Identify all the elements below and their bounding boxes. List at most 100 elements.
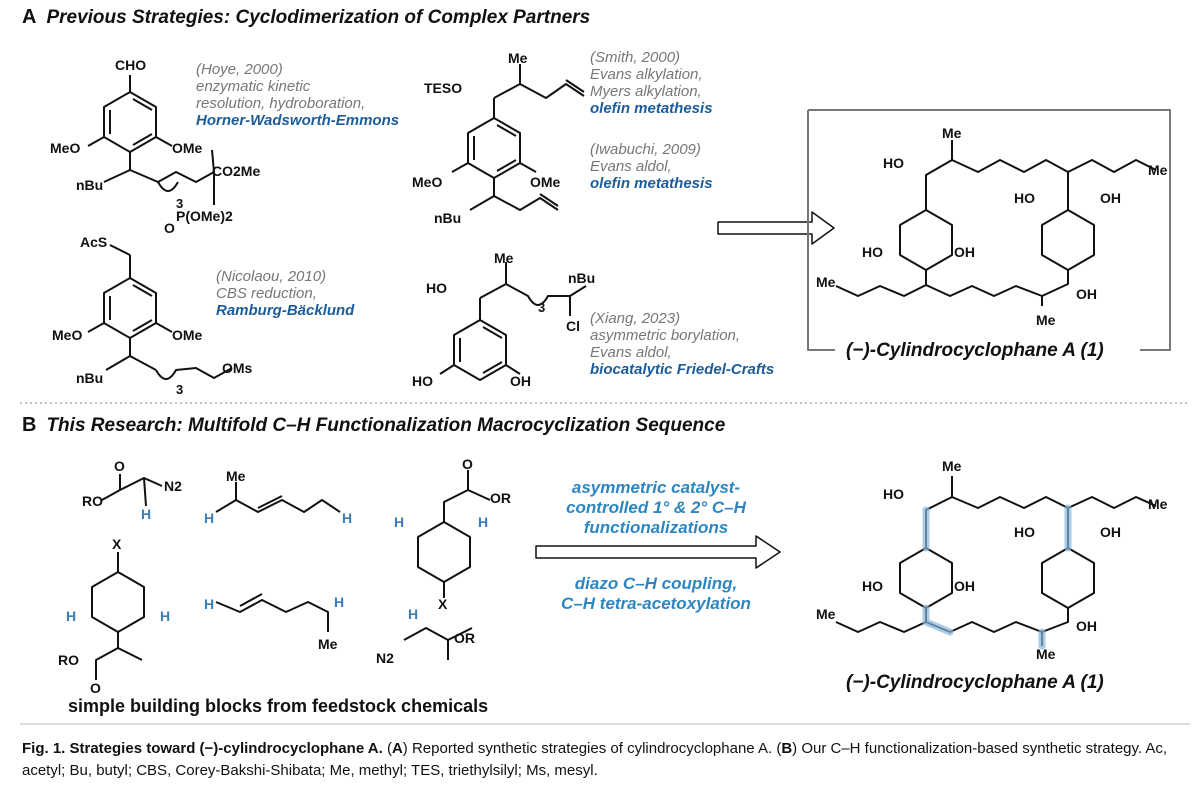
ref-xiang-line-1: asymmetric borylation, [590,327,741,344]
xiang-ho: HO [412,373,433,389]
ref-xiang-key-step: biocatalytic Friedel-Crafts [590,361,775,378]
bb3-h-right: H [160,608,171,624]
ref-hoye: (Hoye, 2000) enzymatic kinetic resolutio… [196,61,399,129]
building-blocks-label: simple building blocks from feedstock ch… [68,696,489,716]
bb1-ro: RO [82,493,103,509]
macro-a-me-top: Me [942,125,962,141]
ref-smith: (Smith, 2000) Evans alkylation, Myers al… [590,49,713,117]
macro-a-ho-right: HO [1014,190,1035,206]
smith-meo: MeO [412,174,443,190]
nicolaou-oms: OMs [222,360,253,376]
bb1-n2: N2 [164,478,182,494]
macro-a-me-left: Me [816,274,836,290]
panel-a-letter: A [22,6,37,28]
panel-a-product-name: (−)-Cylindrocyclophane A (1) [846,340,1104,361]
nicolaou-nbu: nBu [76,370,104,386]
bb4-me: Me [318,636,338,652]
macro-b-me-top: Me [942,458,962,474]
ref-hoye-key-step: Horner-Wadsworth-Emmons [196,112,400,129]
caption-label: Fig. 1. Strategies toward (−)-cylindrocy… [22,740,383,757]
ref-xiang-line-2: Evans aldol, [590,344,672,361]
macro-b-oh-left: OH [954,578,975,594]
ref-iwabuchi: (Iwabuchi, 2009) Evans aldol, olefin met… [590,141,713,192]
hoye-three: 3 [176,196,184,211]
nicolaou-meo: MeO [52,327,83,343]
ref-nicolaou-author: (Nicolaou, 2010) [216,268,327,285]
bb6-or: OR [454,630,475,646]
hoye-cho: CHO [115,57,147,73]
hoye-o: O [164,220,175,236]
ref-iwabuchi-line-1: Evans aldol, [590,158,672,175]
ref-smith-author: (Smith, 2000) [590,49,681,66]
arrow-bottom-line-1: diazo C–H coupling, [574,574,738,593]
arrow-top-line-3: functionalizations [583,518,729,537]
arrow-top-line-1: asymmetric catalyst- [571,478,741,497]
macro-b-ho-left: HO [862,578,883,594]
macro-b-oh-right: OH [1100,524,1121,540]
bb6-h: H [408,606,419,622]
macro-a-ho-top: HO [883,155,904,171]
bb3-ro: RO [58,652,79,668]
panel-a-title: Previous Strategies: Cyclodimerization o… [46,7,591,28]
ref-smith-line-1: Evans alkylation, [590,66,703,83]
xiang-oh: OH [510,373,531,389]
bb5-o: O [462,456,473,472]
bb3-o: O [90,680,101,696]
ref-smith-line-2: Myers alkylation, [590,83,702,100]
macro-b-me-right: Me [1148,496,1168,512]
ref-smith-key-step: olefin metathesis [590,100,713,117]
xiang-three: 3 [538,300,546,315]
ref-hoye-author: (Hoye, 2000) [196,61,283,78]
xiang-me: Me [494,250,514,266]
bb4-h-left: H [204,596,215,612]
macro-b-oh-bottom: OH [1076,618,1097,634]
panel-a-header: A Previous Strategies: Cyclodimerization … [22,6,590,29]
macro-b-me-left: Me [816,606,836,622]
ref-hoye-line-2: resolution, hydroboration, [196,95,366,112]
xiang-nbu: nBu [568,270,596,286]
bb6-n2: N2 [376,650,394,666]
bb5-x: X [438,596,448,612]
bb5-h-right: H [478,514,489,530]
arrow-top-text: asymmetric catalyst- controlled 1° & 2° … [536,478,776,538]
smith-teso: TESO [424,80,463,96]
macro-a-ho-left: HO [862,244,883,260]
macro-b-ho-top: HO [883,486,904,502]
nicolaou-three: 3 [176,382,184,397]
bb2-h-right: H [342,510,353,526]
macro-a-oh-bottom: OH [1076,286,1097,302]
hoye-pome2: P(OMe)2 [176,208,233,224]
ref-nicolaou: (Nicolaou, 2010) CBS reduction, Ramburg-… [216,268,354,319]
ref-iwabuchi-author: (Iwabuchi, 2009) [590,141,701,158]
hoye-meo: MeO [50,140,81,156]
ref-xiang: (Xiang, 2023) asymmetric borylation, Eva… [590,310,774,378]
xiang-cl: Cl [566,318,580,334]
macro-a-oh-right: OH [1100,190,1121,206]
arrow-top-line-2: controlled 1° & 2° C–H [566,498,746,517]
caption-text-a: ( [382,740,392,757]
ref-nicolaou-key-step: Ramburg-Bäcklund [216,302,355,319]
macro-a-oh-left: OH [954,244,975,260]
bb3-h-left: H [66,608,77,624]
caption-ref-b: B [781,740,793,757]
smith-nbu: nBu [434,210,462,226]
nicolaou-ome: OMe [172,327,203,343]
caption-text-b: ) Reported synthetic strategies of cylin… [402,740,782,757]
arrow-bottom-text: diazo C–H coupling, C–H tetra-acetoxylat… [536,574,776,614]
nicolaou-acs: AcS [80,234,108,250]
hoye-co2me: CO2Me [212,163,261,179]
macro-a-me-right: Me [1148,162,1168,178]
smith-me: Me [508,50,528,66]
bb1-o: O [114,458,125,474]
panel-b-letter: B [22,414,37,436]
bb4-h-right: H [334,594,345,610]
smith-ome: OMe [530,174,561,190]
figure-caption: Fig. 1. Strategies toward (−)-cylindrocy… [22,738,1182,782]
bb2-h-left: H [204,510,215,526]
ref-iwabuchi-key-step: olefin metathesis [590,175,713,192]
caption-text-c: ) Our C–H functionalization-based synthe… [22,740,1168,779]
macro-b-ho-right: HO [1014,524,1035,540]
ref-hoye-line-1: enzymatic kinetic [196,78,311,95]
bb1-h: H [141,506,152,522]
